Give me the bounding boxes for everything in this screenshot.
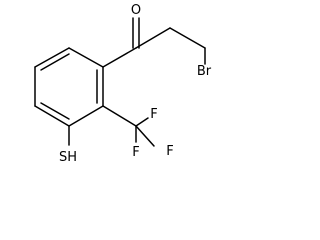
benzene-ring — [34, 47, 104, 127]
ch2-to-ch2-bond — [169, 27, 206, 49]
ring-bond-2 — [68, 47, 104, 68]
aromatic-inner-bond-3 — [40, 102, 70, 120]
chemical-structure: O Br SH F F F — [34, 3, 212, 165]
trifluoromethyl-group — [102, 105, 155, 147]
ring-bond-4 — [68, 105, 104, 127]
oxygen-label: O — [131, 3, 141, 18]
fluorine-bottom-label: F — [132, 145, 139, 160]
ring-to-cf3-bond — [102, 105, 137, 127]
cf3-to-fluorine-top-bond — [135, 117, 149, 127]
fluorine-right-label: F — [166, 144, 173, 159]
ring-bond-1 — [34, 47, 70, 68]
bromine-label: Br — [197, 64, 212, 79]
propanone-chain — [102, 17, 206, 68]
ring-bond-5 — [34, 105, 70, 127]
ring-to-carbonyl-bond — [102, 47, 137, 68]
fluorine-top-label: F — [150, 107, 157, 122]
thiol-label: SH — [59, 150, 77, 165]
aromatic-inner-bond-1 — [40, 53, 70, 71]
cf3-to-fluorine-right-bond — [135, 125, 155, 147]
carbonyl-to-ch2-bond — [135, 27, 171, 49]
